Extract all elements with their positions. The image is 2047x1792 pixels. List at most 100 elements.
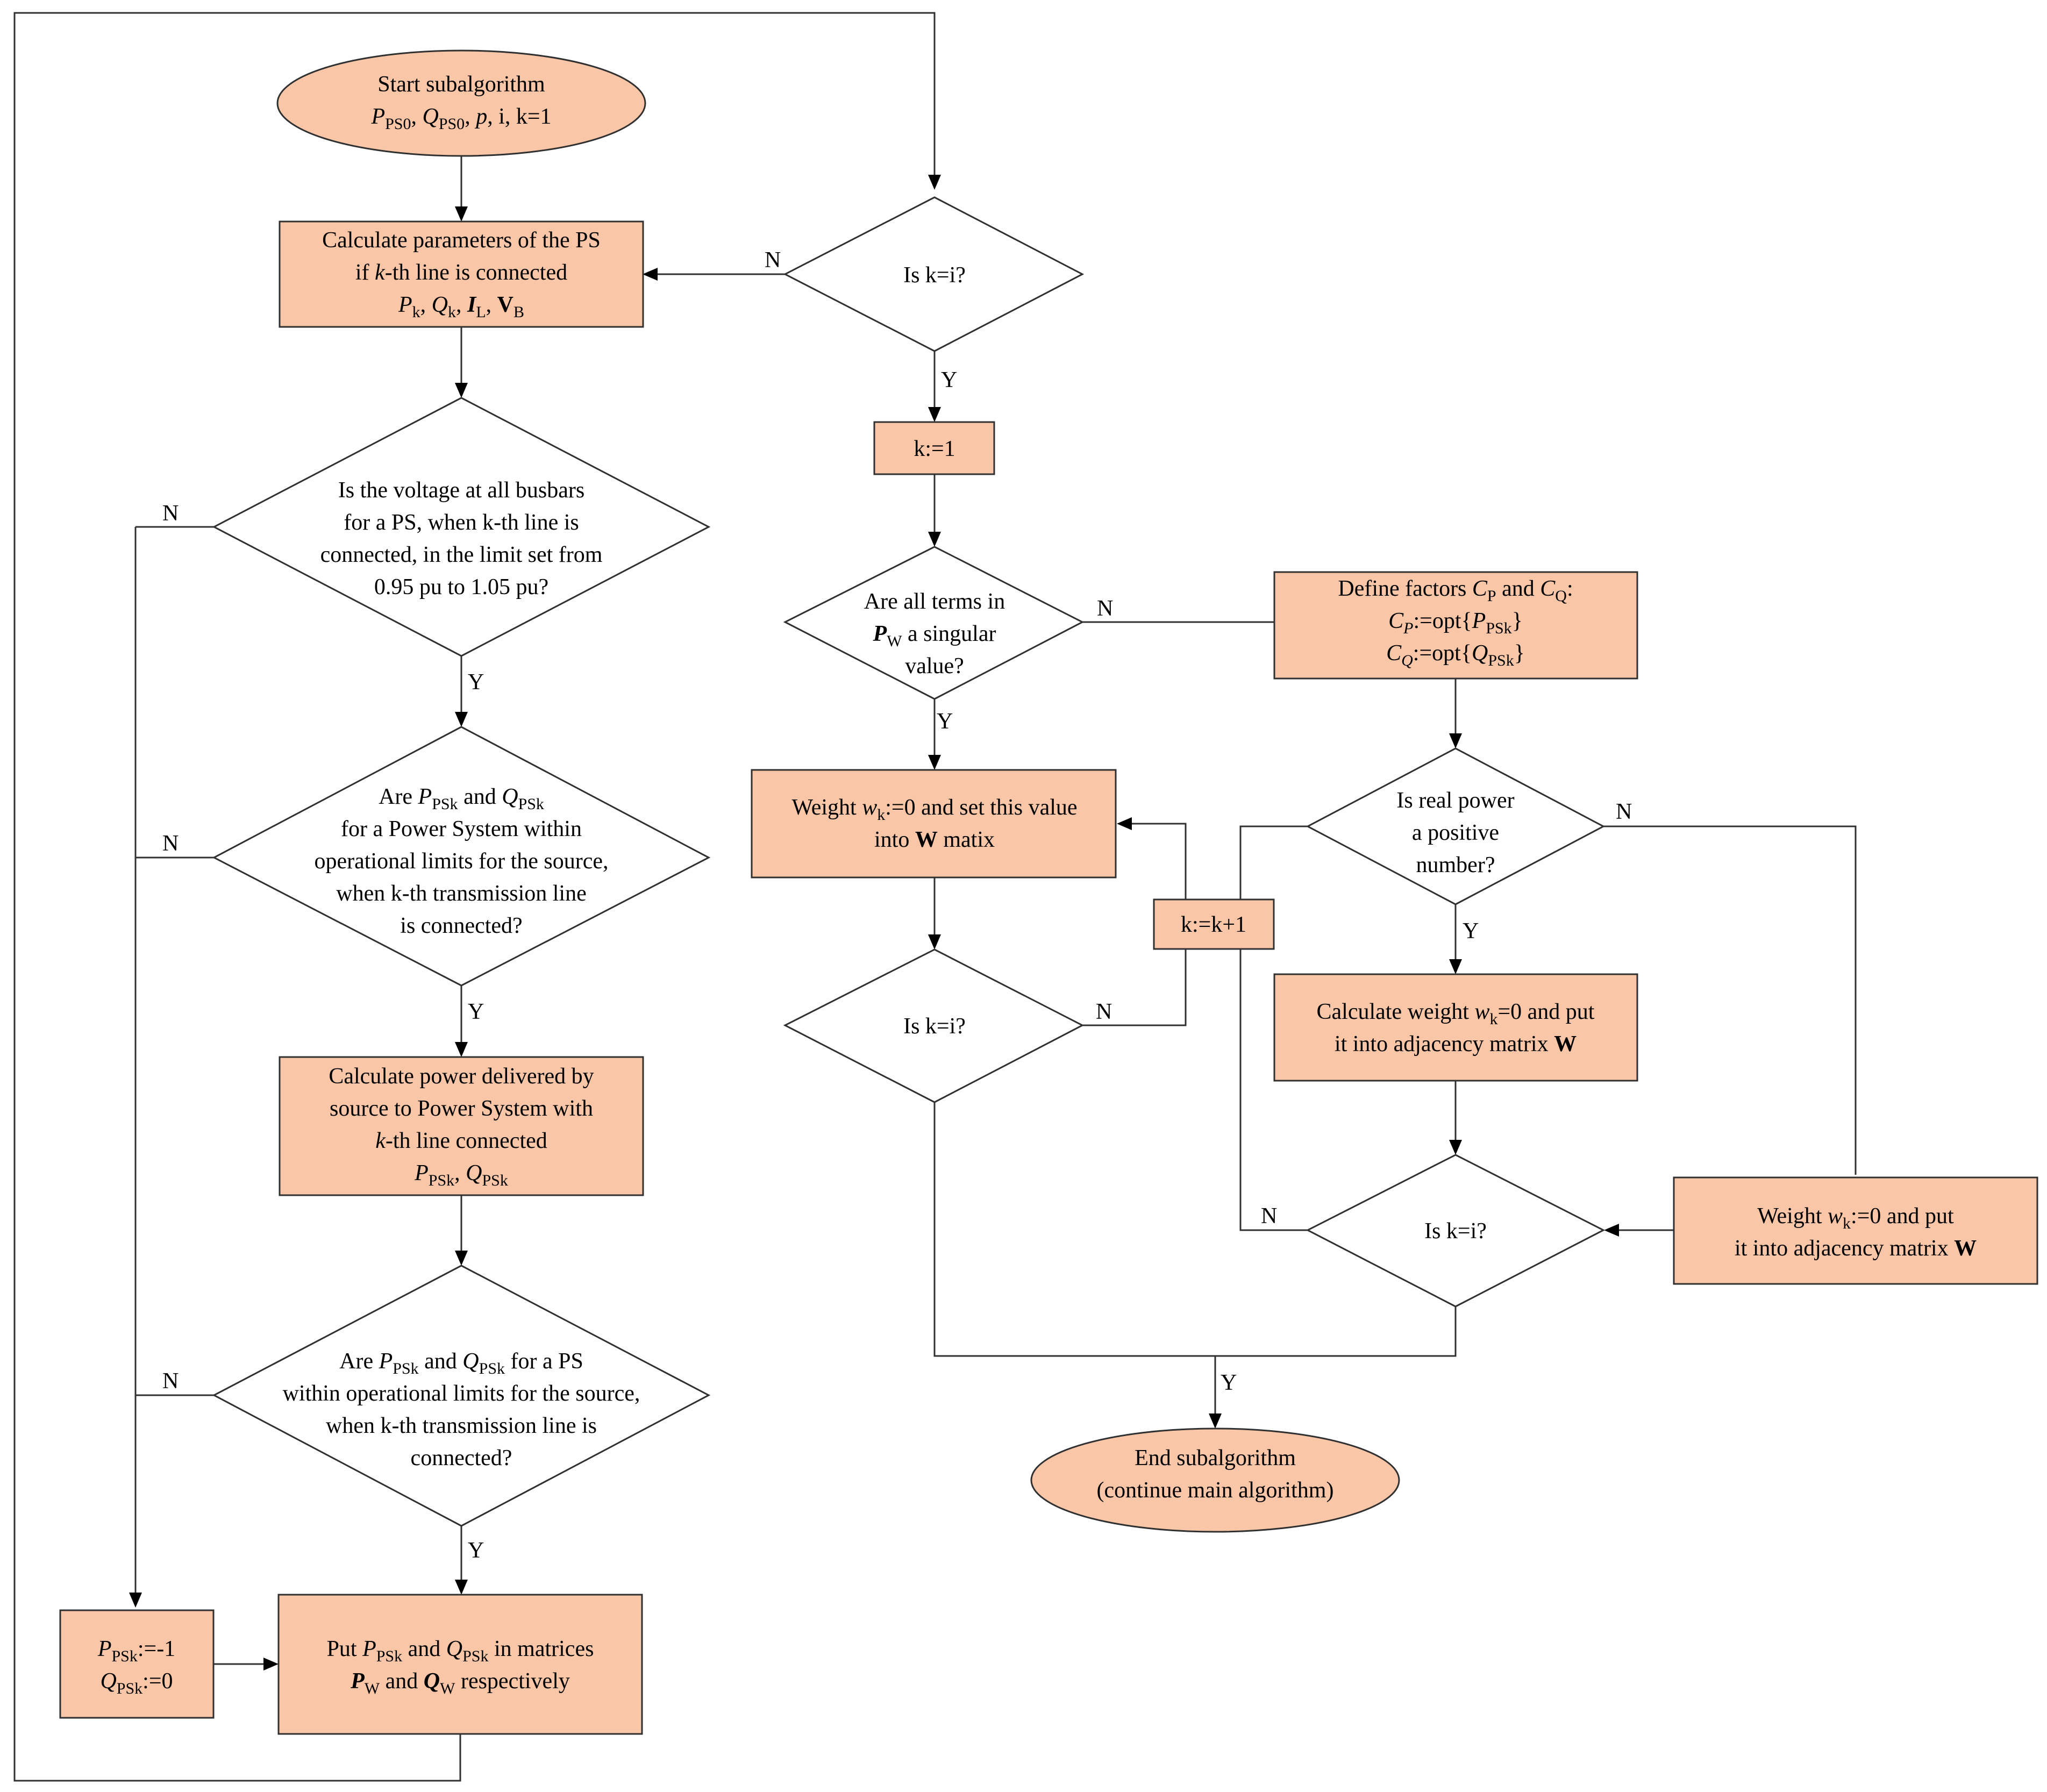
text-segment: k [877,806,885,824]
text-segment: Q [1472,641,1488,666]
text-segment: P [362,1637,376,1661]
text-segment: C [1472,576,1488,601]
text-segment: PSk [432,795,458,813]
text-segment: P [379,1349,393,1374]
text-segment: respectively [455,1669,569,1694]
text-segment: :=-1 [138,1637,175,1661]
text-segment: Put [327,1637,363,1661]
weight-zero-line2: into W matix [874,827,995,852]
define-factors-line2: CP:=opt{PPSk} [1388,609,1523,637]
text-segment: Weight [1757,1204,1828,1229]
limits-check1-line3: operational limits for the source, [314,849,608,874]
arrowhead [928,175,941,190]
real-power-check-line1: Is real power [1396,788,1514,813]
label-yes: Y [468,670,484,695]
text-segment: Q [422,104,438,129]
branch-labels: N Y N Y N Y N Y N Y N Y N Y N [162,248,1632,1563]
text-segment: k [375,260,386,285]
text-segment: matix [938,827,995,852]
k-increment-box [1153,898,1275,950]
arrowhead [928,755,941,770]
calc-power-line3: k-th line connected [375,1129,547,1153]
text-segment: k [412,303,420,321]
arrowhead [455,1042,468,1057]
k-reset-box [873,421,995,475]
edge-loop-back [13,12,936,1782]
connectors [13,12,1857,1782]
arrowhead [643,268,658,281]
text-segment: PSk [518,795,544,813]
define-factors-box [1273,571,1638,680]
text-segment: Q [424,1669,440,1694]
text-segment: k [1843,1215,1851,1232]
label-no: N [1616,799,1632,824]
label-no: N [1096,999,1112,1024]
text-segment: P [350,1669,365,1694]
arrowhead [1209,1413,1222,1429]
text-segment: P [414,1161,429,1186]
set-negative-box [59,1609,215,1719]
arrowhead [455,1251,468,1266]
text-segment: p [474,104,487,129]
calc-weight-box [1273,973,1638,1082]
put-matrices-box [277,1594,643,1735]
text-segment: V [497,292,513,317]
edge-iski-right-no [1239,825,1308,1231]
text-segment: it into adjacency matrix [1335,1032,1554,1056]
k-increment-text: k:=k+1 [1181,912,1246,937]
end-line1: End subalgorithm [1135,1446,1296,1470]
text-segment: PSk [479,1360,505,1377]
text-segment: P [398,292,412,317]
arrowhead [455,1580,468,1595]
text-segment: L [476,303,486,321]
text-segment: PSk [376,1647,402,1665]
is-k-i-top-decision [783,196,1085,352]
text-segment: W [440,1680,455,1697]
start-terminator [276,49,646,157]
text-segment: Q [1401,652,1413,669]
limits-check1-line1: Are PPSk and QPSk [379,784,544,813]
limits-check2-decision [212,1265,711,1527]
text-segment: Weight [791,795,862,820]
text-segment: Are [339,1349,379,1374]
text-segment: W [365,1680,380,1697]
label-no: N [1097,596,1113,621]
text-segment: P [873,622,887,646]
text-segment: } [1514,641,1525,666]
text-segment: =0 and put [1497,999,1594,1024]
calc-power-line2: source to Power System with [330,1096,593,1121]
text-segment: P [1472,609,1486,633]
put-matrices-line1: Put PPSk and QPSk in matrices [327,1637,594,1665]
arrowhead [1449,733,1462,748]
define-factors-line1: Define factors CP and CQ: [1338,576,1573,605]
text-segment: :=opt{ [1413,641,1472,666]
text-segment: k [1489,1010,1497,1028]
arrowhead [263,1658,279,1670]
is-k-i-top-text: Is k=i? [903,263,966,288]
text-segment: into [874,827,915,852]
limits-check2-line1: Are PPSk and QPSk for a PS [339,1349,583,1377]
text-segment: P [97,1637,112,1661]
real-power-check-decision [1306,747,1606,905]
text-segment: Define factors [1338,576,1472,601]
arrowhead [1449,959,1462,974]
text-segment: C [1540,576,1556,601]
label-yes: Y [1221,1370,1237,1395]
calc-params-box [279,220,644,328]
text-segment: , i, k=1 [487,104,551,129]
text-segment: k [448,303,456,321]
text-segment: W [1954,1236,1977,1261]
text-segment: Calculate weight [1317,999,1475,1024]
text-segment: PS0 [439,115,465,133]
text-segment: and [402,1637,446,1661]
arrowhead [455,206,468,222]
text-segment: : [1567,576,1573,601]
singular-check-line3: value? [905,654,964,679]
arrowhead [455,712,468,727]
label-no: N [1261,1204,1277,1229]
weight-zero-line1: Weight wk:=0 and set this value [791,795,1077,824]
voltage-check-decision [212,397,711,657]
text-segment: -th line is connected [385,260,567,285]
calc-power-box [279,1056,644,1196]
limits-check2-line3: when k-th transmission line is [326,1413,597,1438]
